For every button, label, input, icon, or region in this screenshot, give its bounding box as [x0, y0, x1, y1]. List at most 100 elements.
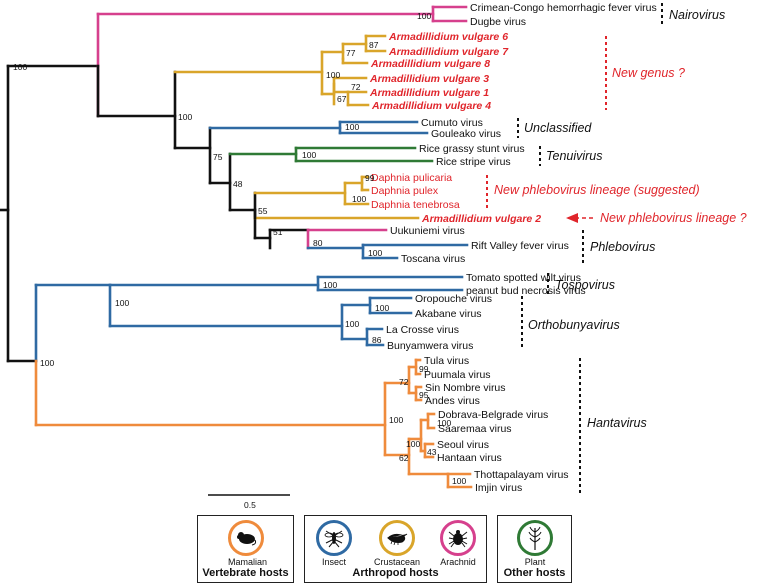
tip-label-highlight: Armadillidium vulgare 7	[388, 46, 509, 58]
tip-label: Puumala virus	[424, 369, 491, 381]
legend-title-other: Other hosts	[503, 567, 566, 579]
legend-arachnid: Arachnid	[435, 520, 481, 567]
tip-label-highlight: Armadillidium vulgare 4	[371, 100, 491, 112]
tip-label: Saaremaa virus	[438, 423, 512, 435]
tip-label-highlight: Armadillidium vulgare 3	[369, 73, 489, 85]
clade-label: Hantavirus	[587, 416, 647, 430]
bootstrap-value: 43	[427, 447, 437, 457]
bootstrap-value: 100	[417, 11, 431, 21]
legend-plant: Plant	[516, 520, 554, 567]
tip-label: Rice stripe virus	[436, 156, 511, 168]
bootstrap-value: 72	[399, 377, 409, 387]
legend-label-plant: Plant	[524, 557, 546, 567]
tip-label-red: Daphnia tenebrosa	[371, 199, 460, 211]
clade-label: New phlebovirus lineage ?	[600, 211, 747, 225]
tip-label-highlight: Armadillidium vulgare 2	[421, 213, 541, 225]
legend-vertebrate: Mamalian Vertebrate hosts	[197, 515, 294, 583]
arrow-head-icon	[566, 213, 578, 223]
bootstrap-value: 99	[419, 364, 429, 374]
tip-label: Andes virus	[425, 395, 480, 407]
legend-title-vertebrate: Vertebrate hosts	[202, 567, 289, 579]
bootstrap-value: 67	[337, 94, 347, 104]
clade-label: Tenuivirus	[546, 149, 603, 163]
bootstrap-value: 99	[365, 173, 375, 183]
bootstrap-value: 75	[213, 152, 223, 162]
tip-label: Cumuto virus	[421, 117, 483, 129]
clade-label: New phlebovirus lineage (suggested)	[494, 183, 700, 197]
legend-crustacean: Crustacean	[369, 520, 425, 567]
bootstrap-value: 100	[323, 280, 337, 290]
bootstrap-value: 55	[258, 206, 268, 216]
clade-label: Phlebovirus	[590, 240, 655, 254]
bootstrap-value: 100	[375, 303, 389, 313]
tip-label-red: Daphnia pulicaria	[371, 172, 452, 184]
mouse-icon	[237, 532, 257, 546]
bootstrap-value: 48	[233, 179, 243, 189]
bootstrap-value: 51	[273, 227, 283, 237]
tip-label: Hantaan virus	[437, 452, 502, 464]
tick-icon	[448, 530, 468, 548]
bootstrap-value: 100	[345, 319, 359, 329]
legend-mamalian: Mamalian	[228, 520, 268, 567]
shrimp-icon	[386, 533, 408, 545]
tip-label: Gouleako virus	[431, 128, 501, 140]
legend-label-arachnid: Arachnid	[440, 557, 476, 567]
tip-label: Bunyamwera virus	[387, 340, 473, 352]
tip-label: La Crosse virus	[386, 324, 459, 336]
bootstrap-value: 100	[352, 194, 366, 204]
tip-label: Tomato spotted wilt virus	[466, 272, 581, 284]
clade-label: Tospovirus	[555, 278, 615, 292]
legend-insect: Insect	[313, 520, 355, 567]
clade-label: New genus ?	[612, 66, 685, 80]
tip-label-highlight: Armadillidium vulgare 8	[370, 58, 490, 70]
bootstrap-value: 95	[419, 390, 429, 400]
bootstrap-value: 86	[372, 335, 382, 345]
legend-label-insect: Insect	[321, 557, 346, 567]
tip-label: Rift Valley fever virus	[471, 240, 569, 252]
tip-label: peanut bud necrosis virus	[466, 285, 586, 297]
bootstrap-value: 87	[369, 40, 379, 50]
clade-label: Nairovirus	[669, 8, 725, 22]
tip-label: Thottapalayam virus	[474, 469, 569, 481]
mosquito-icon	[324, 530, 344, 548]
tip-label-highlight: Armadillidium vulgare 1	[369, 87, 489, 99]
legend-title-arthropod: Arthropod hosts	[352, 567, 439, 579]
legend-label-mamalian: Mamalian	[228, 557, 268, 567]
tip-label: Oropouche virus	[415, 293, 492, 305]
bootstrap-value: 80	[313, 238, 323, 248]
bootstrap-value: 62	[399, 453, 409, 463]
tip-label: Seoul virus	[437, 439, 489, 451]
bootstrap-value: 72	[351, 82, 361, 92]
tip-label: Crimean-Congo hemorrhagic fever virus	[470, 2, 657, 14]
tip-label: Toscana virus	[401, 253, 465, 265]
bootstrap-value: 100	[437, 418, 451, 428]
tip-label: Tula virus	[424, 355, 469, 367]
bootstrap-value: 100	[302, 150, 316, 160]
plant-icon	[528, 526, 542, 550]
tip-label: Dugbe virus	[470, 16, 526, 28]
bootstrap-value: 100	[406, 439, 420, 449]
bootstrap-value: 100	[389, 415, 403, 425]
tip-label: Uukuniemi virus	[390, 225, 465, 237]
clade-label: Unclassified	[524, 121, 592, 135]
tip-label: Akabane virus	[415, 308, 482, 320]
tip-label-highlight: Armadillidium vulgare 6	[388, 31, 508, 43]
tip-label-red: Daphnia pulex	[371, 185, 439, 197]
bootstrap-value: 100	[178, 112, 192, 122]
legend-other: Plant Other hosts	[497, 515, 572, 583]
bootstrap-value: 77	[346, 48, 356, 58]
bootstrap-value: 100	[326, 70, 340, 80]
scale-bar: 0.5	[208, 494, 290, 510]
tip-label: Dobrava-Belgrade virus	[438, 409, 548, 421]
clade-label: Orthobunyavirus	[528, 318, 620, 332]
tip-label: Imjin virus	[475, 482, 522, 494]
bootstrap-value: 100	[368, 248, 382, 258]
bootstrap-value: 100	[40, 358, 54, 368]
bootstrap-value: 100	[115, 298, 129, 308]
bootstrap-value: 100	[13, 62, 27, 72]
legend-arthropod: Insect Crustacean Arachnid Arthropod hos…	[304, 515, 487, 583]
tip-label: Rice grassy stunt virus	[419, 143, 525, 155]
tip-label: Sin Nombre virus	[425, 382, 506, 394]
scale-label: 0.5	[244, 500, 256, 510]
